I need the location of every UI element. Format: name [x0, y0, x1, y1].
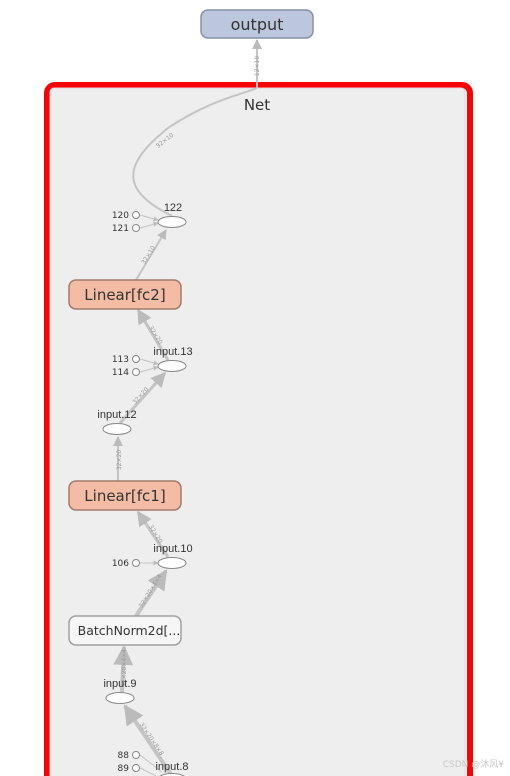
- const-node-106-label: 106: [112, 559, 129, 569]
- edge-120-to-122: [139, 214, 159, 222]
- edge-input9-to-batchnorm: [113, 645, 134, 693]
- output-node-label: output: [231, 15, 284, 34]
- const-node-106[interactable]: 106: [112, 559, 140, 569]
- edge-input13-to-fc2: [136, 308, 170, 361]
- op-node-input12-label: input.12: [97, 409, 136, 421]
- const-node-120[interactable]: 120: [112, 211, 140, 221]
- output-node[interactable]: output: [200, 9, 314, 39]
- op-node-input8-label: input.8: [155, 761, 188, 773]
- linear-fc1-node[interactable]: Linear[fc1]: [68, 480, 182, 511]
- edge-88-to-input8: [139, 754, 163, 773]
- const-node-120-label: 120: [112, 211, 129, 221]
- net-group-highlight: [44, 82, 473, 776]
- op-node-input13-label: input.13: [153, 346, 192, 358]
- net-group-title: Net: [244, 96, 270, 114]
- op-node-input9-label: input.9: [103, 678, 136, 690]
- const-node-114-label: 114: [112, 368, 129, 378]
- linear-fc1-label: Linear[fc1]: [84, 487, 165, 505]
- const-node-113-label: 113: [112, 355, 129, 365]
- const-node-114[interactable]: 114: [112, 368, 140, 378]
- edge-input8-to-input9: [123, 704, 174, 776]
- edge-89-to-input8: [139, 767, 157, 776]
- op-node-input10-label: input.10: [153, 543, 192, 555]
- edge-113-to-input13: [139, 358, 159, 366]
- edges: [113, 39, 262, 776]
- op-node-122[interactable]: 122: [157, 202, 187, 228]
- edge-input10-to-fc1: [136, 510, 170, 558]
- edge-batchnorm-to-input10: [134, 569, 168, 618]
- const-node-113[interactable]: 113: [112, 355, 140, 365]
- const-node-121[interactable]: 121: [112, 224, 140, 234]
- linear-fc2-label: Linear[fc2]: [84, 286, 165, 304]
- const-node-88[interactable]: 88: [118, 751, 140, 761]
- edge-114-to-input13: [139, 365, 159, 373]
- op-node-input8[interactable]: input.8: [155, 761, 189, 776]
- linear-fc2-node[interactable]: Linear[fc2]: [68, 279, 182, 310]
- edge-label-e9: 32×20×4×4: [121, 649, 128, 687]
- edge-122-to-net: [132, 87, 258, 217]
- edge-input12-to-input13: [118, 371, 167, 425]
- const-node-89-label: 89: [118, 764, 130, 774]
- op-node-input10[interactable]: input.10: [153, 543, 193, 569]
- op-node-122-label: 122: [164, 202, 182, 214]
- op-node-input13[interactable]: input.13: [153, 346, 193, 372]
- const-node-89[interactable]: 89: [118, 764, 140, 774]
- batchnorm-label: BatchNorm2d[...: [78, 623, 181, 638]
- edge-121-to-122: [139, 221, 159, 229]
- batchnorm-node[interactable]: BatchNorm2d[...: [68, 615, 182, 646]
- edge-label-e1: 12×10: [254, 56, 261, 76]
- const-node-121-label: 121: [112, 224, 129, 234]
- op-node-input9[interactable]: input.9: [103, 678, 137, 704]
- const-node-88-label: 88: [118, 751, 130, 761]
- edge-label-e6: 32×20: [116, 450, 123, 470]
- watermark: CSDN @沐风¥: [442, 760, 504, 770]
- op-node-input12[interactable]: input.12: [97, 409, 137, 435]
- net-group[interactable]: Net: [44, 82, 473, 776]
- edge-fc2-to-122: [135, 229, 167, 281]
